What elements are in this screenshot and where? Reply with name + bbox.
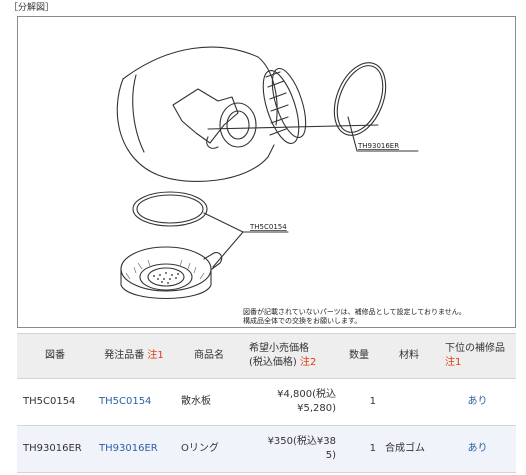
cell-material: [379, 378, 439, 426]
cell-product-name: Oリング: [175, 425, 243, 473]
oring-bottom: [132, 191, 208, 227]
cell-lower-parts-link[interactable]: あり: [439, 378, 516, 426]
cell-price: ¥350(税込¥38 5): [243, 425, 339, 473]
cell-quantity: 1: [339, 425, 379, 473]
exploded-diagram-drawing: TH93016ER TH5C0154: [116, 46, 419, 299]
note-line-1: 図番が記載されていないパーツは、補修品として設定しておりません。: [243, 308, 466, 316]
callout-bottom: TH5C0154: [249, 223, 287, 231]
oring-top: [333, 62, 387, 136]
table-row: TH5C0154 TH5C0154 散水板 ¥4,800(税込 ¥5,280) …: [17, 378, 516, 426]
cell-material: 合成ゴム: [379, 425, 439, 473]
cell-order-no-link[interactable]: TH5C0154: [93, 378, 175, 426]
header-quantity: 数量: [339, 333, 379, 379]
header-product-name: 商品名: [175, 333, 243, 379]
section-label: ［分解図］: [9, 3, 55, 13]
cell-lower-parts-link[interactable]: あり: [439, 425, 516, 473]
table-header-row: 図番 発注品番 注1 商品名 希望小売価格 (税込価格) 注2 数量 材料 下位…: [17, 333, 516, 379]
lever-knob: [172, 88, 239, 144]
header-material: 材料: [379, 333, 439, 379]
cell-product-name: 散水板: [175, 378, 243, 426]
diagram-note: 図番が記載されていないパーツは、補修品として設定しておりません。 構成品全体での…: [243, 308, 466, 326]
cell-figure-no: TH93016ER: [17, 425, 93, 473]
header-order-no: 発注品番 注1: [93, 333, 175, 379]
cell-figure-no: TH5C0154: [17, 378, 93, 426]
cell-order-no-link[interactable]: TH93016ER: [93, 425, 175, 473]
cell-price: ¥4,800(税込 ¥5,280): [243, 378, 339, 426]
parts-table: 図番 発注品番 注1 商品名 希望小売価格 (税込価格) 注2 数量 材料 下位…: [17, 333, 516, 473]
header-lower-parts: 下位の補修品 注1: [439, 333, 516, 379]
thread-coupling: [262, 70, 300, 144]
header-price-note[interactable]: 注2: [300, 357, 317, 368]
note-line-2: 構成品全体での交換をお願いします。: [243, 317, 362, 325]
header-price: 希望小売価格 (税込価格) 注2: [243, 333, 339, 379]
callout-top: TH93016ER: [357, 142, 399, 150]
exploded-diagram: TH93016ER TH5C0154 図番が記載されていないパーツは、補修品とし…: [17, 16, 516, 328]
cell-quantity: 1: [339, 378, 379, 426]
spout-body: [116, 78, 275, 182]
table-row: TH93016ER TH93016ER Oリング ¥350(税込¥38 5) 1…: [17, 425, 516, 473]
header-lower-parts-note[interactable]: 注1: [445, 357, 462, 368]
header-figure-no: 図番: [17, 333, 93, 379]
header-order-no-note[interactable]: 注1: [147, 350, 164, 361]
